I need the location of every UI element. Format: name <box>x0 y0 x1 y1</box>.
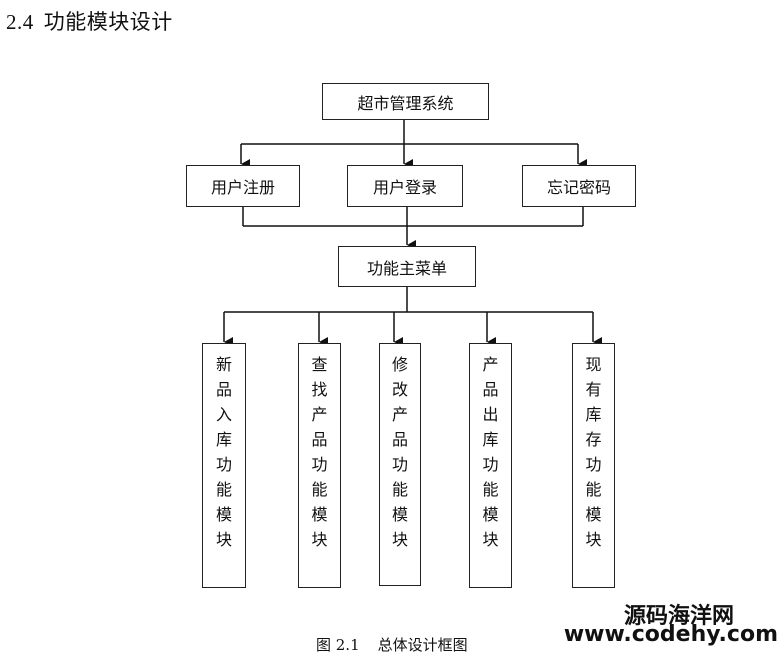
section-title: 功能模块设计 <box>43 10 173 34</box>
login-node: 用户登录 <box>347 165 463 207</box>
module-char: 存 <box>585 430 602 449</box>
module-char: 功 <box>391 455 408 474</box>
module-char: 块 <box>391 530 408 549</box>
module-char: 品 <box>482 380 499 399</box>
module-char: 出 <box>482 405 499 424</box>
module-char: 块 <box>585 530 602 549</box>
module-node-1: 新品入库功能模块 <box>202 343 246 588</box>
module-char: 功 <box>215 455 232 474</box>
module-char: 库 <box>585 405 602 424</box>
module-char: 功 <box>482 455 499 474</box>
main-menu-node: 功能主菜单 <box>338 246 476 287</box>
module-char: 模 <box>585 505 602 524</box>
module-char: 修 <box>391 355 408 374</box>
figure-number: 图 2.1 <box>316 636 360 654</box>
module-node-3: 修改产品功能模块 <box>379 343 421 586</box>
module-char: 能 <box>311 480 328 499</box>
figure-title: 总体设计框图 <box>377 636 468 654</box>
module-char: 库 <box>482 430 499 449</box>
module-char: 模 <box>482 505 499 524</box>
module-char: 功 <box>585 455 602 474</box>
module-char: 块 <box>215 530 232 549</box>
section-heading: 2.4 功能模块设计 <box>6 6 173 36</box>
module-char: 入 <box>215 405 232 424</box>
module-char: 产 <box>482 355 499 374</box>
module-char: 模 <box>215 505 232 524</box>
figure-caption: 图 2.1 总体设计框图 <box>316 634 468 655</box>
section-number: 2.4 <box>6 10 34 34</box>
module-char: 功 <box>311 455 328 474</box>
module-char: 有 <box>585 380 602 399</box>
module-node-2: 查找产品功能模块 <box>298 343 341 588</box>
module-char: 模 <box>391 505 408 524</box>
module-char: 能 <box>391 480 408 499</box>
module-char: 模 <box>311 505 328 524</box>
module-char: 能 <box>482 480 499 499</box>
module-char: 产 <box>311 405 328 424</box>
root-node: 超市管理系统 <box>322 83 489 120</box>
module-char: 改 <box>391 380 408 399</box>
module-char: 能 <box>215 480 232 499</box>
module-char: 能 <box>585 480 602 499</box>
module-char: 产 <box>391 405 408 424</box>
register-node: 用户注册 <box>186 165 300 207</box>
watermark-title: 源码海洋网 <box>623 604 734 629</box>
module-char: 查 <box>311 355 328 374</box>
module-node-4: 产品出库功能模块 <box>469 343 512 588</box>
module-node-5: 现有库存功能模块 <box>572 343 615 588</box>
module-char: 品 <box>215 380 232 399</box>
module-char: 新 <box>215 355 232 374</box>
watermark-url: www.codehy.com <box>563 622 778 647</box>
module-char: 库 <box>215 430 232 449</box>
forgot-password-node: 忘记密码 <box>522 165 636 207</box>
module-char: 块 <box>311 530 328 549</box>
module-char: 块 <box>482 530 499 549</box>
module-char: 找 <box>311 380 328 399</box>
module-char: 品 <box>391 430 408 449</box>
module-char: 品 <box>311 430 328 449</box>
module-char: 现 <box>585 355 602 374</box>
